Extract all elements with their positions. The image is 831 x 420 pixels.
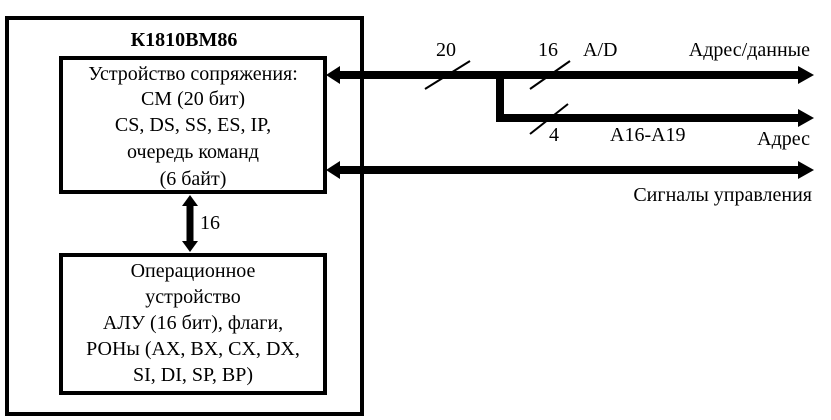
- eu-line-3: АЛУ (16 бит), флаги,: [103, 312, 283, 334]
- bus-width-20: 20: [436, 39, 456, 61]
- eu-line-1: Операционное: [131, 260, 256, 282]
- control-bus-arrow-left: [326, 161, 340, 179]
- eu-box: [59, 253, 327, 395]
- ad-label: A/D: [583, 39, 617, 61]
- biu-line-3: CS, DS, SS, ES, IP,: [115, 114, 271, 136]
- chip-title: К1810ВМ86: [131, 29, 238, 51]
- eu-line-5: SI, DI, SP, BP): [133, 364, 253, 386]
- high-address-bus-arrow-right: [798, 109, 814, 127]
- control-signals-label: Сигналы управления: [633, 184, 812, 206]
- bus-width-slash-4: [529, 103, 569, 135]
- address-label: Адрес: [757, 128, 810, 150]
- bus-width-4: 4: [549, 124, 559, 146]
- internal-bus-arrow-up: [182, 195, 198, 206]
- bus-width-slash-20: [424, 60, 471, 90]
- biu-line-5: (6 байт): [160, 168, 227, 190]
- address-data-bus-arrow-right: [798, 66, 814, 84]
- eu-line-2: устройство: [145, 286, 241, 308]
- bus-width-16: 16: [538, 39, 558, 61]
- biu-line-1: Устройство сопряжения:: [88, 63, 298, 85]
- bus-width-slash-16: [529, 60, 571, 90]
- biu-line-4: очередь команд: [127, 141, 259, 163]
- internal-bus-arrow-down: [182, 241, 198, 252]
- chip-box: [5, 16, 364, 416]
- biu-box: [59, 56, 327, 194]
- eu-line-4: РОНы (AX, BX, CX, DX,: [86, 338, 300, 360]
- address-data-bus-arrow-left: [326, 66, 340, 84]
- address-data-label: Адрес/данные: [689, 39, 810, 61]
- internal-bus-width: 16: [200, 212, 220, 234]
- control-bus-arrow-right: [798, 161, 814, 179]
- high-address-range-label: A16-A19: [610, 124, 686, 146]
- biu-line-2: СМ (20 бит): [141, 88, 245, 110]
